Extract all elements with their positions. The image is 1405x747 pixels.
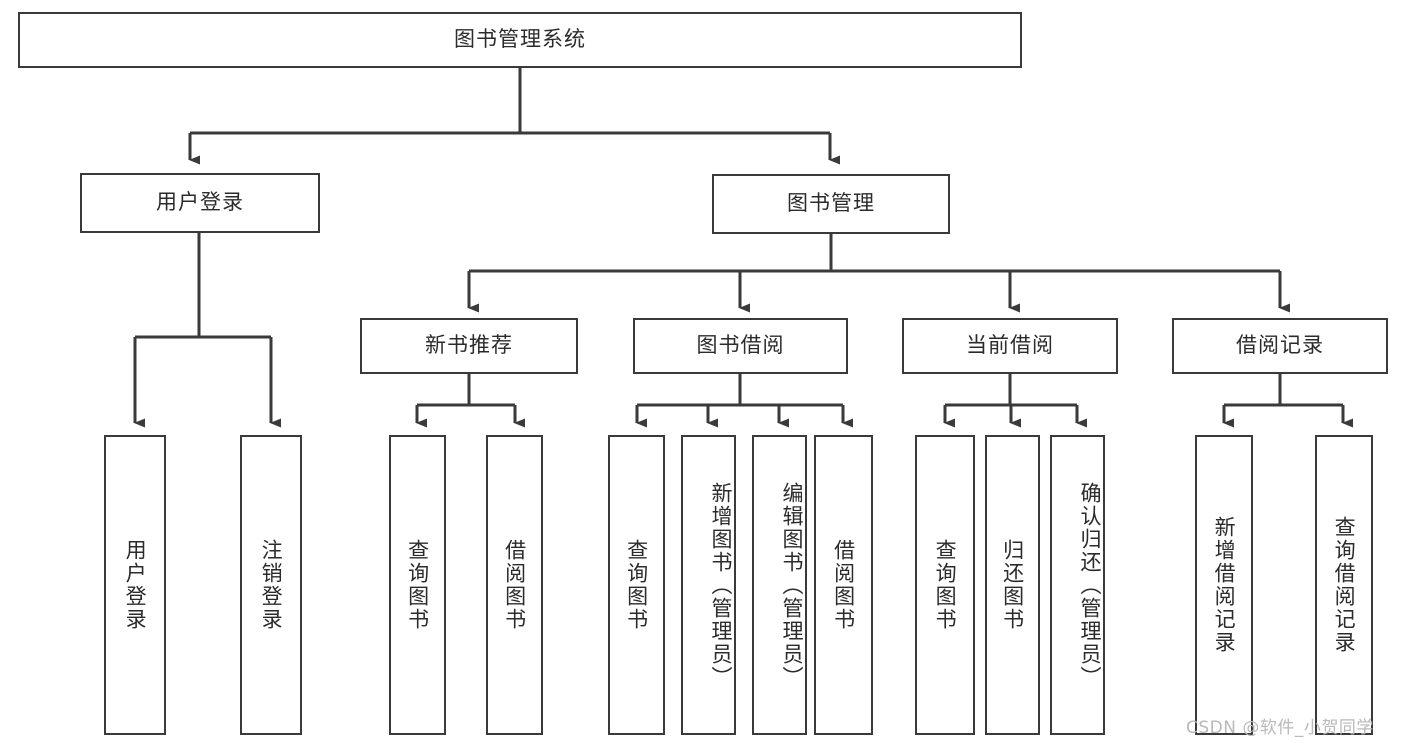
csdn-watermark: CSDN @软件_小贺同学 <box>1186 718 1374 738</box>
node-label: 注销登录 <box>259 539 284 631</box>
node-user-login[interactable]: 用户登录 <box>80 173 320 233</box>
leaf-current-return-book[interactable]: 归还图书 <box>985 435 1040 735</box>
node-label: 借阅图书 <box>831 539 856 631</box>
node-label: 图书管理 <box>787 191 875 216</box>
leaf-current-confirm-return-admin[interactable]: 确认归还（管理员） <box>1050 435 1105 735</box>
leaf-user-login-logout[interactable]: 注销登录 <box>240 435 302 735</box>
node-label: 图书借阅 <box>696 333 785 358</box>
node-label: 新书推荐 <box>425 333 513 358</box>
node-book-borrow[interactable]: 图书借阅 <box>633 318 848 374</box>
node-label: 用户登录 <box>123 539 148 631</box>
node-label: 编辑图书（管理员） <box>780 481 804 689</box>
node-label: 查询图书 <box>624 539 649 631</box>
node-label: 借阅图书 <box>502 539 527 631</box>
leaf-user-login-login[interactable]: 用户登录 <box>104 435 166 735</box>
node-label: 当前借阅 <box>966 333 1054 358</box>
node-label: 查询图书 <box>405 539 430 631</box>
node-label: 查询图书 <box>933 539 958 631</box>
node-label: 新增图书（管理员） <box>709 481 733 689</box>
leaf-record-query-record[interactable]: 查询借阅记录 <box>1315 435 1373 735</box>
node-borrow-record[interactable]: 借阅记录 <box>1172 318 1388 374</box>
leaf-borrow-add-book-admin[interactable]: 新增图书（管理员） <box>681 435 736 735</box>
node-label: 图书管理系统 <box>454 27 586 52</box>
node-new-book-recommend[interactable]: 新书推荐 <box>360 318 578 374</box>
node-label: 用户登录 <box>156 190 244 215</box>
leaf-record-add-record[interactable]: 新增借阅记录 <box>1195 435 1253 735</box>
leaf-borrow-edit-book-admin[interactable]: 编辑图书（管理员） <box>752 435 807 735</box>
leaf-current-query-book[interactable]: 查询图书 <box>915 435 975 735</box>
leaf-borrow-query-book[interactable]: 查询图书 <box>608 435 665 735</box>
node-current-borrow[interactable]: 当前借阅 <box>902 318 1118 374</box>
node-label: 新增借阅记录 <box>1212 516 1237 654</box>
node-label: 归还图书 <box>1000 539 1025 631</box>
node-book-management[interactable]: 图书管理 <box>712 174 950 234</box>
node-label: 查询借阅记录 <box>1332 516 1357 654</box>
leaf-recommend-query-book[interactable]: 查询图书 <box>389 435 446 735</box>
node-root-system[interactable]: 图书管理系统 <box>18 12 1022 68</box>
leaf-borrow-borrow-book[interactable]: 借阅图书 <box>814 435 873 735</box>
node-label: 借阅记录 <box>1236 333 1324 358</box>
node-label: 确认归还（管理员） <box>1078 481 1102 689</box>
leaf-recommend-borrow-book[interactable]: 借阅图书 <box>486 435 543 735</box>
